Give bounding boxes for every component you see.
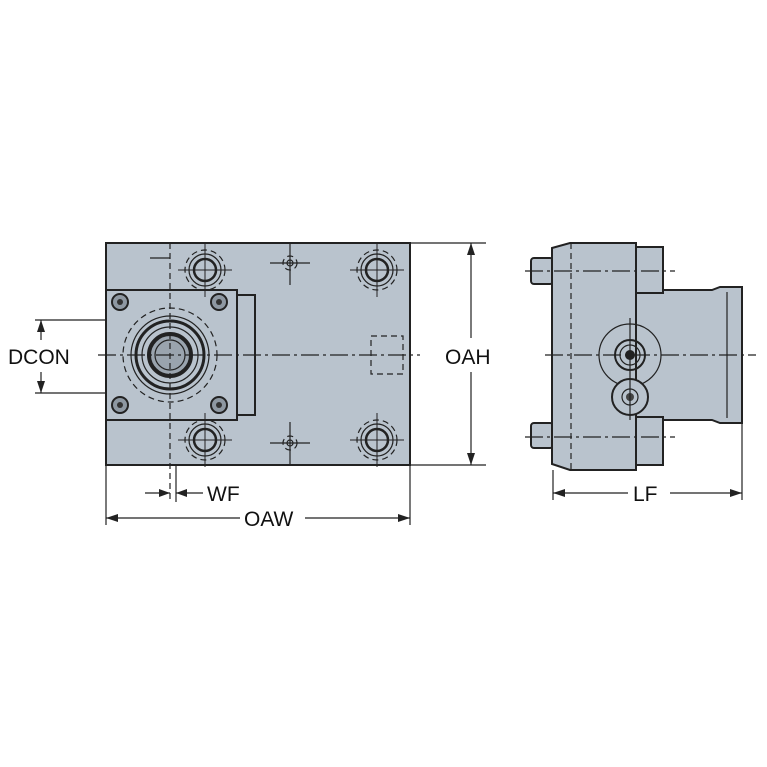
oaw-label: OAW bbox=[244, 508, 294, 531]
oah-label: OAH bbox=[445, 346, 491, 369]
dimension-wf: WF bbox=[145, 465, 240, 506]
screw-icon bbox=[210, 396, 228, 414]
dimension-lf: LF bbox=[552, 423, 743, 506]
screw-icon bbox=[111, 396, 129, 414]
top-boss bbox=[633, 246, 664, 294]
side-view: LF bbox=[525, 242, 756, 506]
bottom-pin bbox=[530, 422, 554, 449]
screw-icon bbox=[111, 293, 129, 311]
dimension-dcon: DCON bbox=[8, 319, 106, 394]
wf-label: WF bbox=[207, 483, 240, 506]
dimension-oaw: OAW bbox=[105, 465, 411, 531]
lf-label: LF bbox=[633, 483, 658, 506]
mounting-holes bbox=[178, 243, 404, 467]
dcon-label: DCON bbox=[8, 346, 70, 369]
screw-icon bbox=[210, 293, 228, 311]
front-view: DCON OAH WF OAW bbox=[8, 242, 491, 531]
dimension-oah: OAH bbox=[410, 242, 491, 466]
bottom-boss bbox=[633, 416, 664, 466]
pin-holes bbox=[270, 243, 310, 465]
flange-screws bbox=[111, 293, 228, 414]
side-body bbox=[551, 242, 637, 471]
